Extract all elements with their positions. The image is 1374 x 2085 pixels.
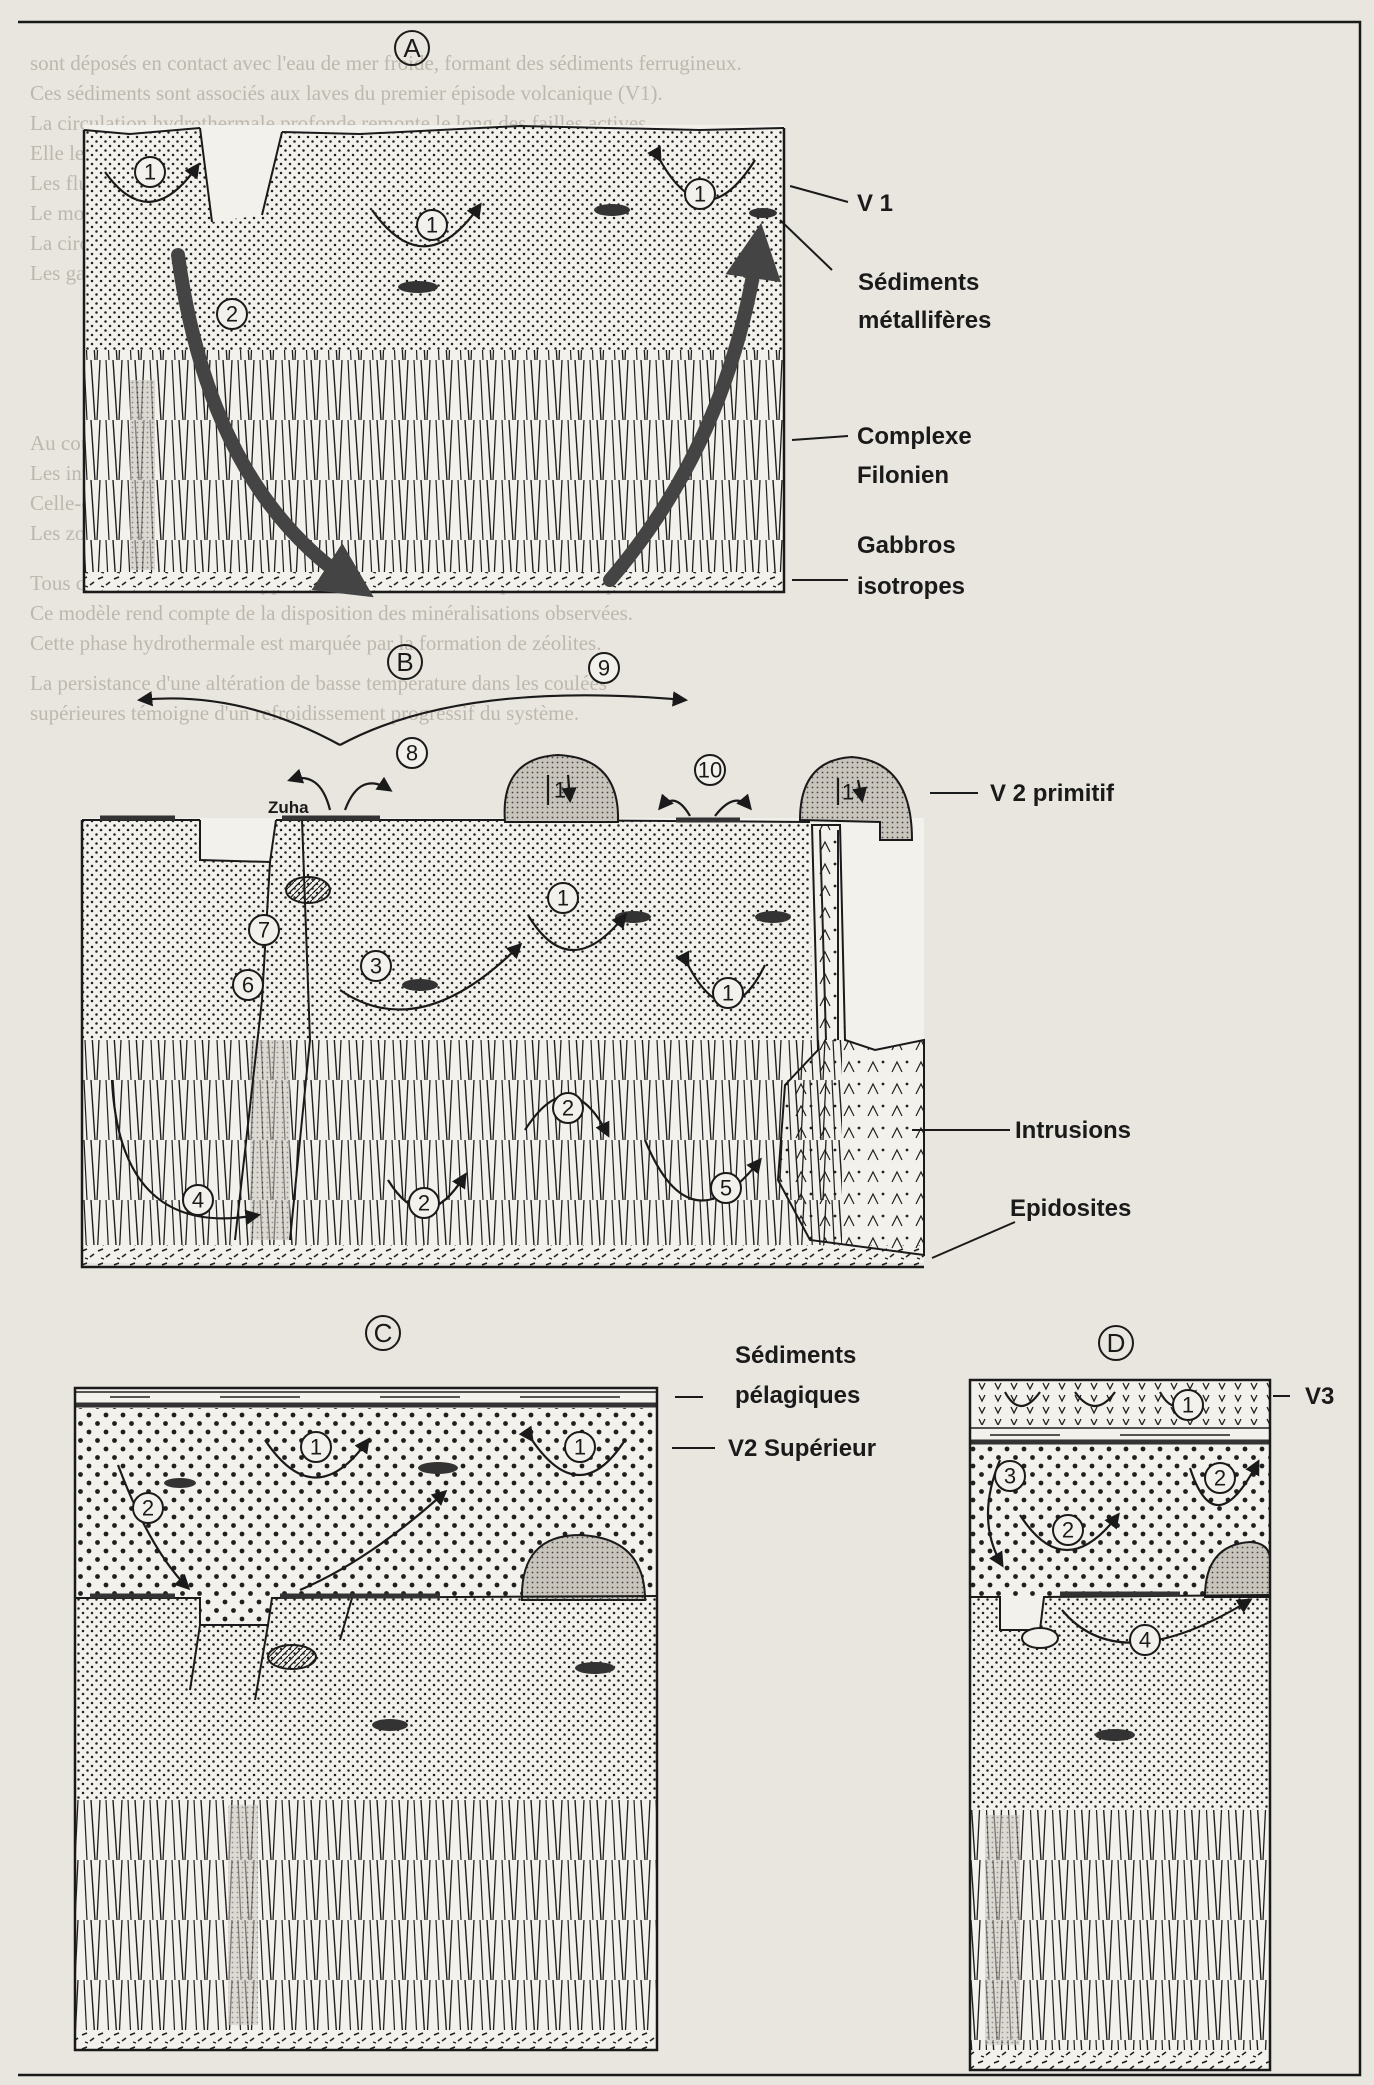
panel-d-sulfide-lens	[1022, 1628, 1058, 1648]
panel-c-graben-fill	[200, 1598, 270, 1625]
panel-b-marker-label: 1	[557, 886, 569, 911]
panel-c-lava-v2	[75, 1596, 657, 1800]
panel-c-letter: C	[374, 1318, 393, 1348]
panel-d-marker-label: 1	[1182, 1393, 1194, 1418]
panel-a-lens	[398, 281, 438, 293]
panel-d-marker-label: 3	[1004, 1464, 1016, 1489]
panel-b-gabbro	[82, 1245, 924, 1267]
panel-b-marker-label: 8	[406, 741, 418, 766]
label-intrusions: Intrusions	[1015, 1117, 1131, 1144]
label-sediments-metalliferes-1: Sédiments	[858, 269, 979, 296]
panel-b-marker-label: 10	[698, 758, 722, 783]
panel-a-dike-zone	[130, 380, 155, 570]
panel-a-marker-label: 1	[144, 160, 156, 185]
panel-b-marker-label: 9	[598, 656, 610, 681]
panel-d-letter: D	[1107, 1328, 1126, 1358]
panel-b-marker-label: 2	[418, 1191, 430, 1216]
panel-b-lens	[755, 911, 791, 923]
panel-c-lens	[372, 1719, 408, 1731]
label-v3: V3	[1305, 1383, 1334, 1410]
label-complexe-2: Filonien	[857, 462, 949, 489]
panel-a-lens	[594, 204, 630, 216]
label-v2-primitif: V 2 primitif	[990, 780, 1115, 807]
panel-b-lava	[82, 820, 812, 1040]
panel-a-letter: A	[403, 33, 421, 63]
label-sediments-pelagiques-2: pélagiques	[735, 1382, 860, 1409]
background-text-line: La persistance d'une altération de basse…	[30, 671, 607, 695]
panel-c-marker-label: 1	[310, 1435, 322, 1460]
panel-d-marker-label: 4	[1139, 1628, 1151, 1653]
background-text-line: Ces sédiments sont associés aux laves du…	[30, 81, 663, 105]
panel-c-lens	[575, 1662, 615, 1674]
panel-c-marker-label: 2	[142, 1496, 154, 1521]
panel-c-lens	[164, 1478, 196, 1488]
label-sediments-metalliferes-2: métallifères	[858, 307, 991, 334]
panel-d-v3	[970, 1380, 1270, 1425]
panel-b-marker-label: 4	[192, 1188, 204, 1213]
panel-d-gabbro	[970, 2050, 1270, 2070]
panel-b-lens	[402, 979, 438, 991]
panel-b-marker-label: 1	[842, 780, 854, 805]
label-sediments-pelagiques-1: Sédiments	[735, 1342, 856, 1369]
panel-b-dike-zone	[250, 1040, 290, 1240]
panel-d-marker-label: 2	[1214, 1466, 1226, 1491]
panel-b-marker-label: 5	[720, 1176, 732, 1201]
label-gabbros-2: isotropes	[857, 573, 965, 600]
panel-c-gabbro	[75, 2030, 657, 2050]
label-zuha: Zuha	[268, 798, 309, 817]
label-v2-superieur: V2 Supérieur	[728, 1435, 876, 1462]
panel-c-marker-label: 1	[574, 1435, 586, 1460]
panel-a-gabbro	[84, 572, 784, 592]
panel-a-marker-label: 2	[226, 302, 238, 327]
panel-a-marker-label: 1	[426, 213, 438, 238]
background-text-line: Cette phase hydrothermale est marquée pa…	[30, 631, 601, 655]
label-epidosites: Epidosites	[1010, 1195, 1131, 1222]
panel-b-marker-label: 1	[554, 778, 566, 803]
panel-c-sheeted-dikes	[75, 1800, 657, 2030]
panel-a-marker-label: 1	[694, 182, 706, 207]
panel-a-lens	[749, 208, 777, 218]
panel-b-sulfide-lens	[286, 877, 330, 903]
panel-c-dike-zone	[228, 1805, 258, 2025]
panel-b-marker-label: 2	[562, 1096, 574, 1121]
panel-b-marker-label: 3	[370, 954, 382, 979]
panel-c-sulfide-lens	[268, 1645, 316, 1669]
label-v1: V 1	[857, 190, 893, 217]
panel-c-lens	[418, 1462, 458, 1474]
panel-b-marker-label: 6	[242, 973, 254, 998]
panel-a-sheeted-dikes	[84, 350, 784, 572]
label-complexe-1: Complexe	[857, 423, 972, 450]
panel-b-marker-label: 7	[258, 918, 270, 943]
background-text-line: Ce modèle rend compte de la disposition …	[30, 601, 633, 625]
panel-d-dike-zone	[985, 1815, 1020, 2045]
panel-b-letter: B	[396, 647, 413, 677]
panel-d-marker-label: 2	[1062, 1518, 1074, 1543]
panel-d-lens	[1095, 1729, 1135, 1741]
background-text-line: sont déposés en contact avec l'eau de me…	[30, 51, 742, 75]
label-gabbros-1: Gabbros	[857, 532, 956, 559]
background-text-line: supérieures témoigne d'un refroidissemen…	[30, 701, 579, 725]
panel-b-marker-label: 1	[722, 981, 734, 1006]
